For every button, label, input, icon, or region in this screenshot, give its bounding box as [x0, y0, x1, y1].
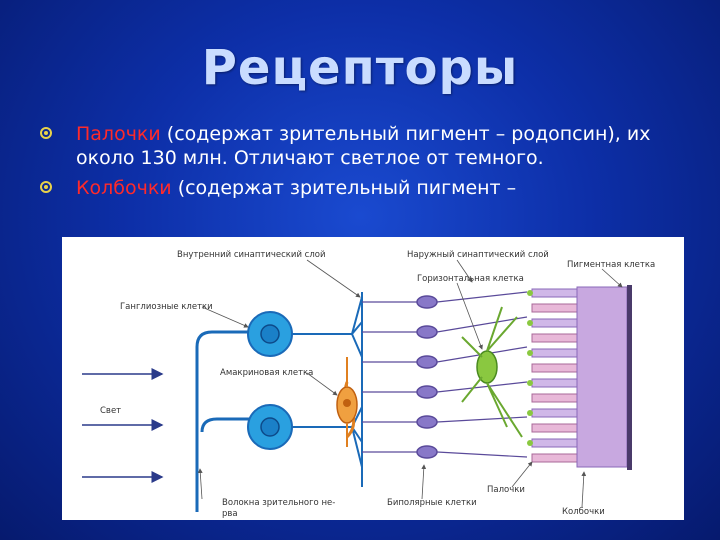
label-cones: Колбочки — [562, 507, 605, 517]
retina-diagram-svg: Внутренний синаптический слой Наружный с… — [82, 250, 655, 519]
horizontal-cell — [461, 306, 523, 438]
label-outer-layer: Наружный синаптический слой — [407, 250, 549, 260]
bipolar-cells — [416, 295, 438, 459]
label-amacrine-cell: Амакриновая клетка — [220, 368, 313, 378]
photoreceptors — [527, 286, 628, 468]
label-pigment-cell: Пигментная клетка — [567, 260, 655, 270]
term-cones: Колбочки — [76, 177, 172, 199]
label-rods: Палочки — [487, 485, 525, 495]
light-arrows — [82, 368, 164, 483]
pigment-cell — [627, 285, 632, 470]
bullet-text-cones: (содержат зрительный пигмент – — [171, 177, 517, 199]
bullet-item-rods: Палочки (содержат зрительный пигмент – р… — [40, 122, 690, 170]
bullet-marker-icon — [40, 127, 52, 139]
label-ganglion-cells: Ганглиозные клетки — [120, 302, 213, 312]
amacrine-cell — [336, 357, 358, 447]
label-nerve-fibers-1: Волокна зрительного не- — [222, 498, 335, 508]
term-rods: Палочки — [76, 123, 161, 145]
nerve-fiber — [195, 330, 257, 512]
ganglion-cell-top — [247, 296, 363, 358]
nerve-fiber — [200, 417, 257, 433]
retina-diagram: Внутренний синаптический слой Наружный с… — [62, 237, 684, 520]
bullet-item-cones: Колбочки (содержат зрительный пигмент – — [40, 176, 690, 200]
label-bipolar-cells: Биполярные клетки — [387, 498, 477, 508]
slide-title: Рецепторы — [201, 40, 519, 96]
label-nerve-fibers-2: рва — [222, 509, 238, 519]
label-inner-layer: Внутренний синаптический слой — [177, 250, 326, 260]
bullet-text-rods: (содержат зрительный пигмент – родопсин)… — [76, 123, 651, 169]
bullet-marker-icon — [40, 181, 52, 193]
bullet-list: Палочки (содержат зрительный пигмент – р… — [40, 122, 690, 206]
label-light: Свет — [100, 406, 121, 416]
ganglion-cell-bottom — [247, 404, 363, 468]
